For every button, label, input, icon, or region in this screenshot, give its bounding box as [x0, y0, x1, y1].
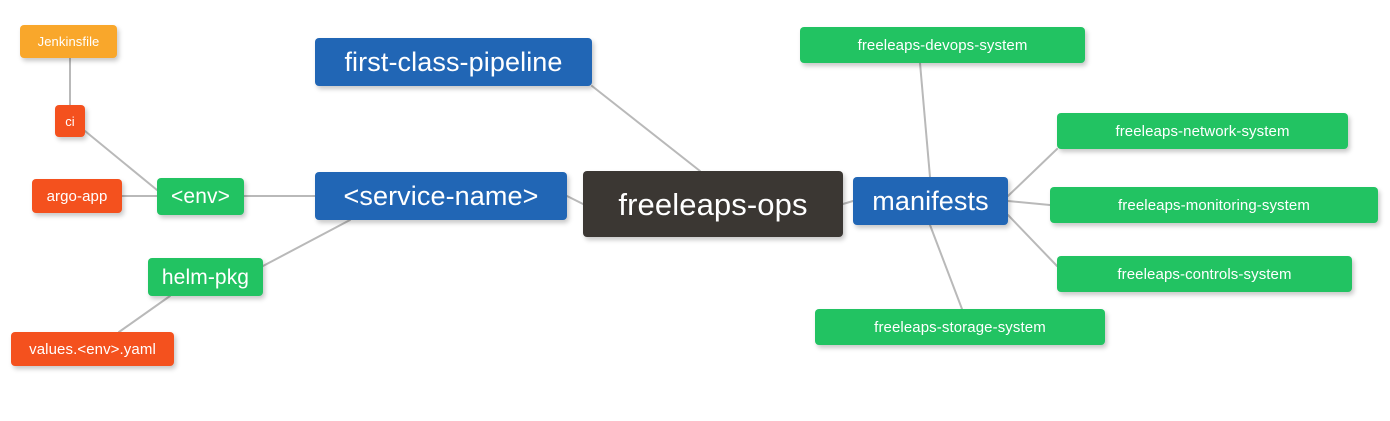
node-label-argo-app: argo-app [46, 187, 108, 205]
edge-helm-pkg-to-values-yaml [118, 295, 171, 333]
node-first-class-pipeline[interactable]: first-class-pipeline [315, 38, 592, 86]
node-freeleaps-monitoring-system[interactable]: freeleaps-monitoring-system [1050, 187, 1378, 223]
node-label-values-yaml: values.<env>.yaml [29, 340, 156, 358]
node-argo-app[interactable]: argo-app [32, 179, 122, 213]
edge-freeleaps-ops-to-manifests [842, 200, 854, 205]
node-helm-pkg[interactable]: helm-pkg [148, 258, 263, 296]
node-freeleaps-controls-system[interactable]: freeleaps-controls-system [1057, 256, 1352, 292]
node-freeleaps-ops[interactable]: freeleaps-ops [583, 171, 843, 237]
node-label-first-class-pipeline: first-class-pipeline [344, 46, 563, 77]
node-manifests[interactable]: manifests [853, 177, 1008, 225]
edge-manifests-to-freeleaps-controls-system [1007, 214, 1058, 267]
node-values-yaml[interactable]: values.<env>.yaml [11, 332, 174, 366]
node-freeleaps-storage-system[interactable]: freeleaps-storage-system [815, 309, 1105, 345]
edge-manifests-to-freeleaps-monitoring-system [1007, 200, 1051, 206]
node-freeleaps-network-system[interactable]: freeleaps-network-system [1057, 113, 1348, 149]
edge-service-name-to-helm-pkg [262, 219, 351, 267]
node-label-service-name: <service-name> [343, 180, 539, 211]
node-jenkinsfile[interactable]: Jenkinsfile [20, 25, 117, 58]
node-label-freeleaps-controls-system: freeleaps-controls-system [1117, 265, 1292, 283]
node-label-helm-pkg: helm-pkg [161, 265, 250, 289]
node-label-freeleaps-storage-system: freeleaps-storage-system [874, 318, 1046, 336]
node-service-name[interactable]: <service-name> [315, 172, 567, 220]
node-ci[interactable]: ci [55, 105, 85, 137]
node-label-jenkinsfile: Jenkinsfile [37, 34, 100, 49]
node-label-manifests: manifests [872, 185, 989, 216]
node-label-ci: ci [65, 113, 75, 129]
node-label-freeleaps-network-system: freeleaps-network-system [1115, 122, 1290, 140]
edge-manifests-to-freeleaps-devops-system [919, 62, 931, 178]
node-label-freeleaps-ops: freeleaps-ops [618, 186, 808, 222]
edge-freeleaps-ops-to-service-name [566, 195, 584, 205]
node-label-freeleaps-devops-system: freeleaps-devops-system [857, 36, 1028, 54]
node-label-env: <env> [171, 185, 230, 208]
node-env[interactable]: <env> [157, 178, 244, 215]
edge-freeleaps-ops-to-first-class-pipeline [591, 85, 701, 172]
node-label-freeleaps-monitoring-system: freeleaps-monitoring-system [1118, 196, 1310, 214]
node-freeleaps-devops-system[interactable]: freeleaps-devops-system [800, 27, 1085, 63]
edge-manifests-to-freeleaps-storage-system [929, 224, 963, 310]
